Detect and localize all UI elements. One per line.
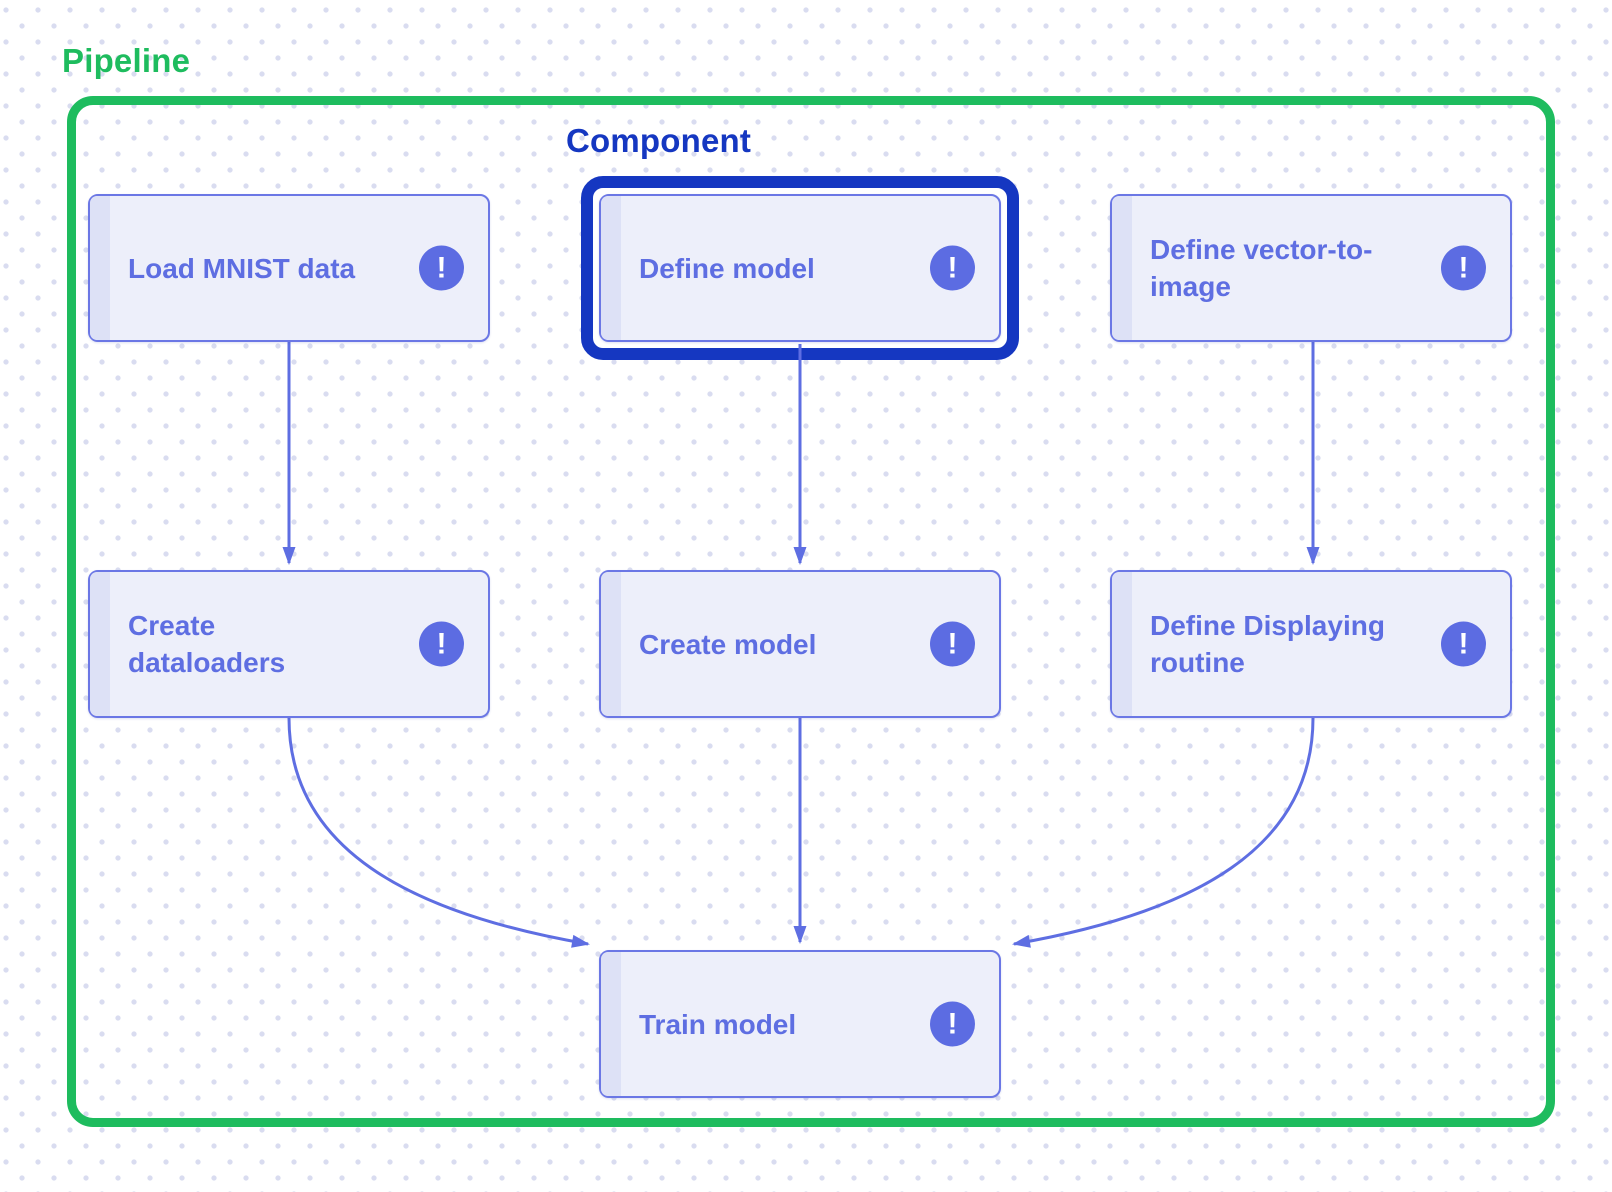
node-create-dataloaders[interactable]: Create dataloaders !: [88, 570, 490, 718]
exclamation-icon[interactable]: !: [930, 1001, 975, 1047]
exclamation-icon[interactable]: !: [1441, 621, 1486, 667]
node-load-mnist-data[interactable]: Load MNIST data !: [88, 194, 490, 342]
node-label: Define model: [639, 252, 815, 284]
node-label: Load MNIST data: [128, 252, 356, 284]
node-define-vector-to-image[interactable]: Define vector-to-image !: [1110, 194, 1512, 342]
node-train-model[interactable]: Train model !: [599, 950, 1001, 1098]
component-label: Component: [566, 122, 752, 159]
exclamation-icon[interactable]: !: [930, 245, 975, 291]
node-label: Define vector-to-image: [1150, 234, 1373, 302]
exclamation-icon[interactable]: !: [1441, 245, 1486, 291]
exclamation-icon[interactable]: !: [930, 621, 975, 667]
node-label: Define Displaying routine: [1150, 610, 1385, 678]
exclamation-icon[interactable]: !: [419, 245, 464, 291]
exclamation-icon[interactable]: !: [419, 621, 464, 667]
node-define-displaying-routine[interactable]: Define Displaying routine !: [1110, 570, 1512, 718]
pipeline-group-label: Pipeline: [62, 42, 191, 79]
node-label: Create model: [639, 628, 817, 660]
node-define-model[interactable]: Define model !: [599, 194, 1001, 342]
node-label: Train model: [639, 1008, 797, 1040]
pipeline-group-boundary: [67, 96, 1555, 1127]
node-label: Create dataloaders: [128, 610, 286, 678]
node-create-model[interactable]: Create model !: [599, 570, 1001, 718]
